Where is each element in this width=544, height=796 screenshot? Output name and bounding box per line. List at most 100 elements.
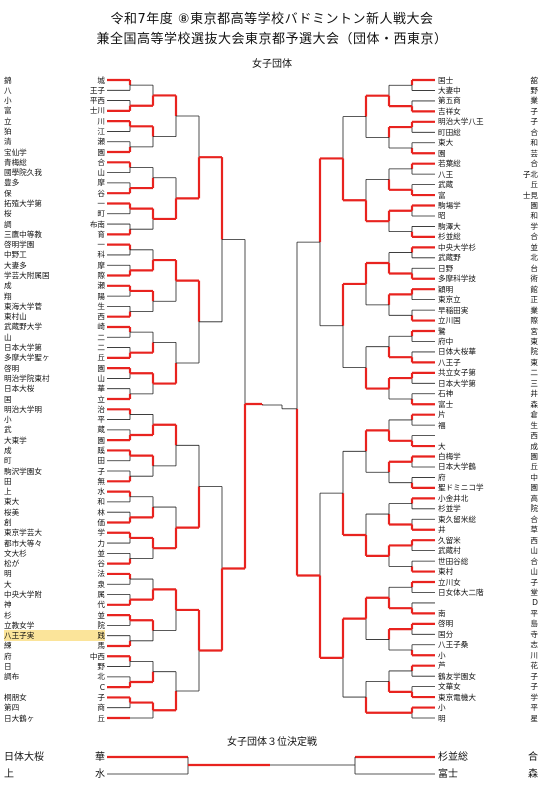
team-name-part: 鷺 <box>438 326 446 336</box>
team-name-part: 第四 <box>4 703 20 713</box>
team-name-part: 桜 <box>4 209 12 219</box>
team-name-part: 中央大学附 <box>4 590 42 600</box>
team-name-part: 調布 <box>4 672 20 682</box>
team-name-part: 府 <box>438 472 446 482</box>
team-name-part: 石神 <box>438 389 454 399</box>
team-name-end: 川 <box>530 650 538 660</box>
left-team: 啓明園 <box>4 363 105 374</box>
team-name-part: 宝仙学 <box>4 147 27 157</box>
team-name-part: 神 <box>4 600 12 610</box>
team-name-end: 平 <box>530 703 538 713</box>
team-name-end: 学 <box>530 692 538 702</box>
team-name-end: 園 <box>97 435 105 445</box>
team-name-end: 泉 <box>97 579 105 589</box>
team-name-part: 東村 <box>438 567 454 577</box>
third-place-team: 富士森 <box>438 767 538 782</box>
team-name-part: 練 <box>4 641 12 651</box>
right-team: 東大和 <box>438 137 538 148</box>
team-name-end: 摩 <box>97 260 105 270</box>
team-name-part: 小金井北 <box>438 493 469 503</box>
team-name-end: 田 <box>97 456 105 466</box>
team-name-end: 育 <box>97 229 105 239</box>
right-team: 明星 <box>438 713 538 724</box>
team-name-end: 平 <box>530 608 538 618</box>
team-name-end: D <box>532 598 538 608</box>
left-team: 翔陽 <box>4 291 105 302</box>
right-team: 八王子北 <box>438 169 538 180</box>
team-name-end: 正 <box>530 295 538 305</box>
left-team: 武蔵野大学崎 <box>4 321 105 332</box>
left-team: 上水 <box>4 486 105 497</box>
team-name-part: 大東学 <box>4 435 27 445</box>
right-team: 小金井北高 <box>438 493 538 504</box>
team-name-end: 水 <box>97 487 105 497</box>
team-name-end: 野 <box>97 662 105 672</box>
left-team: 小平 <box>4 414 105 425</box>
left-team: 練馬 <box>4 640 105 651</box>
team-name-end: 子 <box>97 466 105 476</box>
right-team: 杉並総合 <box>438 231 538 242</box>
team-name-part: 富士 <box>438 768 458 780</box>
team-name-part: 福 <box>438 420 446 430</box>
right-team: 府中 <box>438 472 538 483</box>
left-team: 日本大学第二 <box>4 342 105 353</box>
right-team: 中央大学杉並 <box>438 242 538 253</box>
left-team: C <box>4 682 105 693</box>
team-name-end: 宮 <box>530 326 538 336</box>
team-name-end: 生 <box>97 301 105 311</box>
left-team: 狛江 <box>4 126 105 137</box>
team-name-part: 多摩科学技 <box>438 274 476 284</box>
team-name-end: 並 <box>97 610 105 620</box>
left-team: 大東学 園 <box>4 435 105 446</box>
left-team: 小平西 <box>4 95 105 106</box>
team-name-part: 武蔵 <box>438 180 454 190</box>
left-team: 日大鶴ヶ丘 <box>4 713 105 724</box>
team-name-end: 丘 <box>530 462 538 472</box>
team-name-part: 明 <box>4 569 12 579</box>
left-team: 日野 <box>4 661 105 672</box>
left-team: 武蔵 <box>4 424 105 435</box>
team-name-part: 豊多 <box>4 178 20 188</box>
team-name-end: 倉 <box>530 410 538 420</box>
team-name-part: 昭 <box>438 211 446 221</box>
team-name-part: 日本大桜 <box>4 384 35 394</box>
team-name-end: 山 <box>97 373 105 383</box>
team-name-end: 園 <box>530 483 538 493</box>
left-team: 三鷹中等教育 <box>4 229 105 240</box>
left-team: 国立 <box>4 394 105 405</box>
team-name-part: 多摩大学聖ヶ <box>4 353 50 363</box>
team-name-end: 代 <box>97 600 105 610</box>
left-team: 立教女学院 <box>4 620 105 631</box>
right-team: 鷺宮 <box>438 326 538 337</box>
left-team: 都市大等々力 <box>4 538 105 549</box>
team-name-end: 子北 <box>522 169 538 179</box>
team-name-end: 学 <box>530 221 538 231</box>
right-team: 小川 <box>438 650 538 661</box>
right-team: 早稲田実業 <box>438 305 538 316</box>
team-name-part: 聖ドミニコ学 <box>438 483 484 493</box>
left-team: 東京学芸大学 <box>4 527 105 538</box>
right-team: 南平 <box>438 608 538 619</box>
team-name-end: 瀬 <box>97 137 105 147</box>
left-team: 桐朋女子 <box>4 692 105 703</box>
right-team: 八王子桑志 <box>438 639 538 650</box>
team-name-part: 東久留米総 <box>438 514 476 524</box>
right-team: 明治大学八王子 <box>438 116 538 127</box>
team-name-part: 文大杉 <box>4 548 27 558</box>
right-team: 富士森 <box>438 399 538 410</box>
left-team: 山二 <box>4 332 105 343</box>
team-name-end: 合 <box>530 159 538 169</box>
team-name-end: 子 <box>97 692 105 702</box>
left-team: 創価 <box>4 517 105 528</box>
team-name-end: 子 <box>530 577 538 587</box>
team-name-end: 科 <box>97 250 105 260</box>
team-name-end: 和 <box>530 138 538 148</box>
team-name-part: 上 <box>4 487 12 497</box>
team-name-part: 啓明 <box>4 363 20 373</box>
team-name-end: 二 <box>97 332 105 342</box>
left-team: 錦城 <box>4 75 105 86</box>
team-name-part: 中央大学杉 <box>438 242 476 252</box>
right-team: 啓明島 <box>438 618 538 629</box>
right-team: 日本大学第三 <box>438 378 538 389</box>
team-name-part: 大 <box>4 579 12 589</box>
